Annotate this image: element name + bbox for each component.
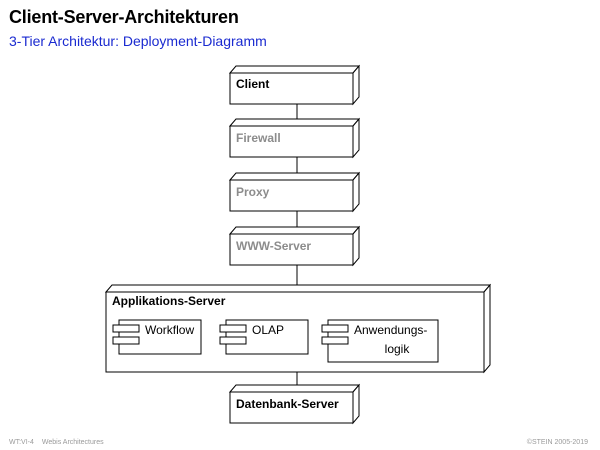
component-port-icon (112, 336, 140, 345)
node-firewall: Firewall (228, 117, 361, 159)
node-proxy: Proxy (228, 171, 361, 213)
footer-section: Webis Architectures (41, 439, 104, 446)
node-www-server: WWW-Server (228, 225, 361, 267)
component-port-icon (112, 324, 140, 333)
component-workflow-label: Workflow (145, 323, 194, 337)
node-www-server-label: WWW-Server (236, 239, 311, 253)
node-proxy-label: Proxy (236, 185, 270, 199)
node-db-server: Datenbank-Server (228, 383, 361, 425)
node-client: Client (228, 64, 361, 106)
page-title: Client-Server-Architekturen (9, 7, 239, 27)
component-workflow: Workflow (112, 319, 202, 355)
component-port-icon (321, 336, 349, 345)
node-firewall-label: Firewall (236, 131, 281, 145)
footer-copyright: ©STEIN 2005-2019 (526, 439, 588, 446)
component-port-icon (219, 324, 247, 333)
node-app-server: Applikations-Server Workflow OLAP Anwend… (104, 283, 492, 374)
component-logic-label-line2: logik (385, 342, 411, 356)
component-application-logic: Anwendungs- logik (321, 319, 439, 363)
footer-left: WT:VI-4 Webis Architectures (9, 439, 104, 446)
component-olap-label: OLAP (252, 323, 284, 337)
component-olap: OLAP (219, 319, 309, 355)
node-app-server-label: Applikations-Server (112, 294, 226, 308)
node-db-server-label: Datenbank-Server (236, 397, 339, 411)
node-client-label: Client (236, 77, 269, 91)
component-logic-label-line1: Anwendungs- (354, 323, 427, 337)
page-subtitle: 3-Tier Architektur: Deployment-Diagramm (9, 33, 267, 49)
component-port-icon (219, 336, 247, 345)
footer-slide-id: WT:VI-4 (9, 439, 34, 446)
component-port-icon (321, 324, 349, 333)
